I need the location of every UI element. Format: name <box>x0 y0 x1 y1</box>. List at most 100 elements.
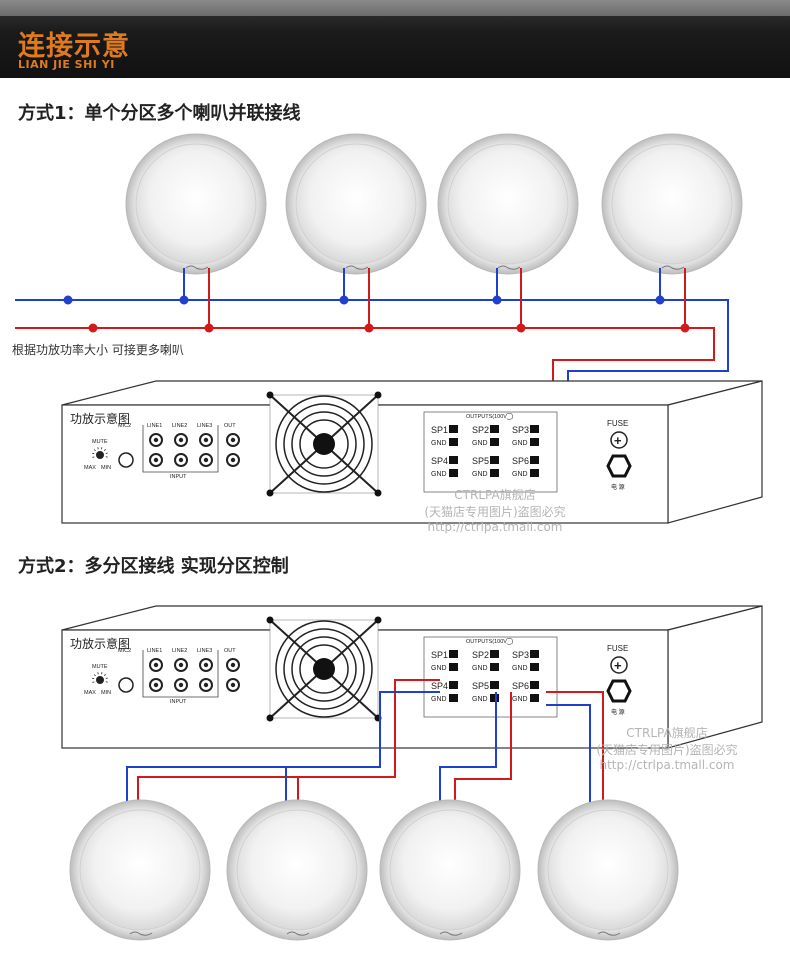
outputs-panel <box>423 636 558 718</box>
knob-tick <box>103 674 106 677</box>
section2-wires <box>126 679 604 802</box>
input-jack-pin <box>203 437 209 443</box>
ceiling-speaker <box>125 133 267 275</box>
fan-ring <box>283 403 365 485</box>
terminal-ground <box>530 663 539 671</box>
gnd-label: GND <box>512 440 528 447</box>
speaker-logo <box>345 265 369 270</box>
fan-hub <box>313 658 335 680</box>
speaker-logo <box>597 931 621 936</box>
input-channel-label: LINE2 <box>172 648 187 654</box>
terminal-ground <box>530 438 539 446</box>
terminal-ground <box>490 469 499 477</box>
mute-label: MUTE <box>92 439 108 445</box>
speaker-grille <box>295 143 417 265</box>
input-jack-pin <box>230 662 236 668</box>
input-jack-pin <box>230 457 236 463</box>
gnd-label: GND <box>431 471 447 478</box>
gnd-label: GND <box>472 665 488 672</box>
speaker-output-label: SP2 <box>472 425 489 435</box>
terminal-positive <box>530 650 539 658</box>
speaker-grille <box>135 143 257 265</box>
zone6-positive-wire <box>546 691 604 802</box>
fan-hub <box>313 433 335 455</box>
knob-tick <box>93 674 96 677</box>
min-label: MIN <box>101 465 111 471</box>
section1-note: 根据功放功率大小 可接更多喇叭 <box>12 343 184 357</box>
speaker-output-label: SP1 <box>431 425 448 435</box>
speaker-grille <box>547 809 669 931</box>
speaker-output-label: SP4 <box>431 456 448 466</box>
speaker-grille <box>611 143 733 265</box>
max-label: MAX <box>84 690 96 696</box>
volume-knob-icon <box>96 451 104 459</box>
input-jack-pin <box>153 457 159 463</box>
input-channel-label: LINE3 <box>197 423 212 429</box>
fan-screw <box>374 489 382 497</box>
terminal-ground <box>449 438 458 446</box>
fuse-icon <box>610 431 628 449</box>
terminal-positive <box>490 681 499 689</box>
input-jack-pin <box>203 662 209 668</box>
gnd-label: GND <box>512 696 528 703</box>
input-jack-pin <box>203 457 209 463</box>
terminal-positive <box>490 456 499 464</box>
amp-top <box>61 380 763 406</box>
ceiling-speaker <box>537 799 679 941</box>
input-bracket <box>142 650 219 698</box>
input-channel-label: LINE1 <box>147 423 162 429</box>
terminal-ground <box>449 663 458 671</box>
terminal-positive <box>530 456 539 464</box>
gnd-label: GND <box>431 696 447 703</box>
input-jack-pin <box>153 437 159 443</box>
terminal-ground <box>530 469 539 477</box>
max-label: MAX <box>84 465 96 471</box>
speaker-output-label: SP5 <box>472 681 489 691</box>
header-banner: 连接示意 LIAN JIE SHI YI <box>0 0 790 78</box>
mic-jack <box>118 452 134 468</box>
ceiling-speaker <box>379 799 521 941</box>
section2-heading: 方式2：多分区接线 实现分区控制 <box>18 556 289 577</box>
power-socket-icon <box>606 679 632 703</box>
watermark-url: http://ctrlpa.tmall.com <box>427 520 563 534</box>
speaker-logo <box>439 931 463 936</box>
min-label: MIN <box>101 690 111 696</box>
page-subtitle: LIAN JIE SHI YI <box>18 58 115 71</box>
fan-screw <box>266 489 274 497</box>
terminal-ground <box>490 663 499 671</box>
speaker-grille <box>389 809 511 931</box>
zone6-negative-wire <box>546 704 591 802</box>
gnd-label: GND <box>512 665 528 672</box>
input-channel-label: LINE1 <box>147 648 162 654</box>
terminal-ground <box>449 694 458 702</box>
fan-screw <box>374 391 382 399</box>
section1-heading: 方式1：单个分区多个喇叭并联接线 <box>18 103 301 124</box>
terminal-ground <box>490 694 499 702</box>
input-channel-label: LINE3 <box>197 648 212 654</box>
terminal-positive <box>530 425 539 433</box>
gnd-label: GND <box>512 471 528 478</box>
fan-ring <box>283 628 365 710</box>
amp-top <box>61 605 763 631</box>
zone5-positive-wire <box>454 692 512 802</box>
mic-jack <box>118 677 134 693</box>
speaker-logo <box>129 931 153 936</box>
speaker-output-label: SP1 <box>431 650 448 660</box>
header-top-bar <box>0 0 790 16</box>
input-bracket <box>142 425 219 473</box>
knob-tick <box>93 449 96 452</box>
terminal-positive <box>530 681 539 689</box>
fan-ring <box>299 419 349 469</box>
input-jack-pin <box>178 457 184 463</box>
fan-ring <box>291 636 357 702</box>
fan-ring <box>275 620 373 718</box>
knob-tick <box>105 681 108 683</box>
knob-tick <box>92 681 95 683</box>
ceiling-speaker <box>601 133 743 275</box>
outputs-panel <box>423 411 558 493</box>
fuse-label: FUSE <box>607 644 628 653</box>
input-jack-pin <box>153 662 159 668</box>
speaker-grille <box>447 143 569 265</box>
input-channel-label: OUT <box>224 423 236 429</box>
